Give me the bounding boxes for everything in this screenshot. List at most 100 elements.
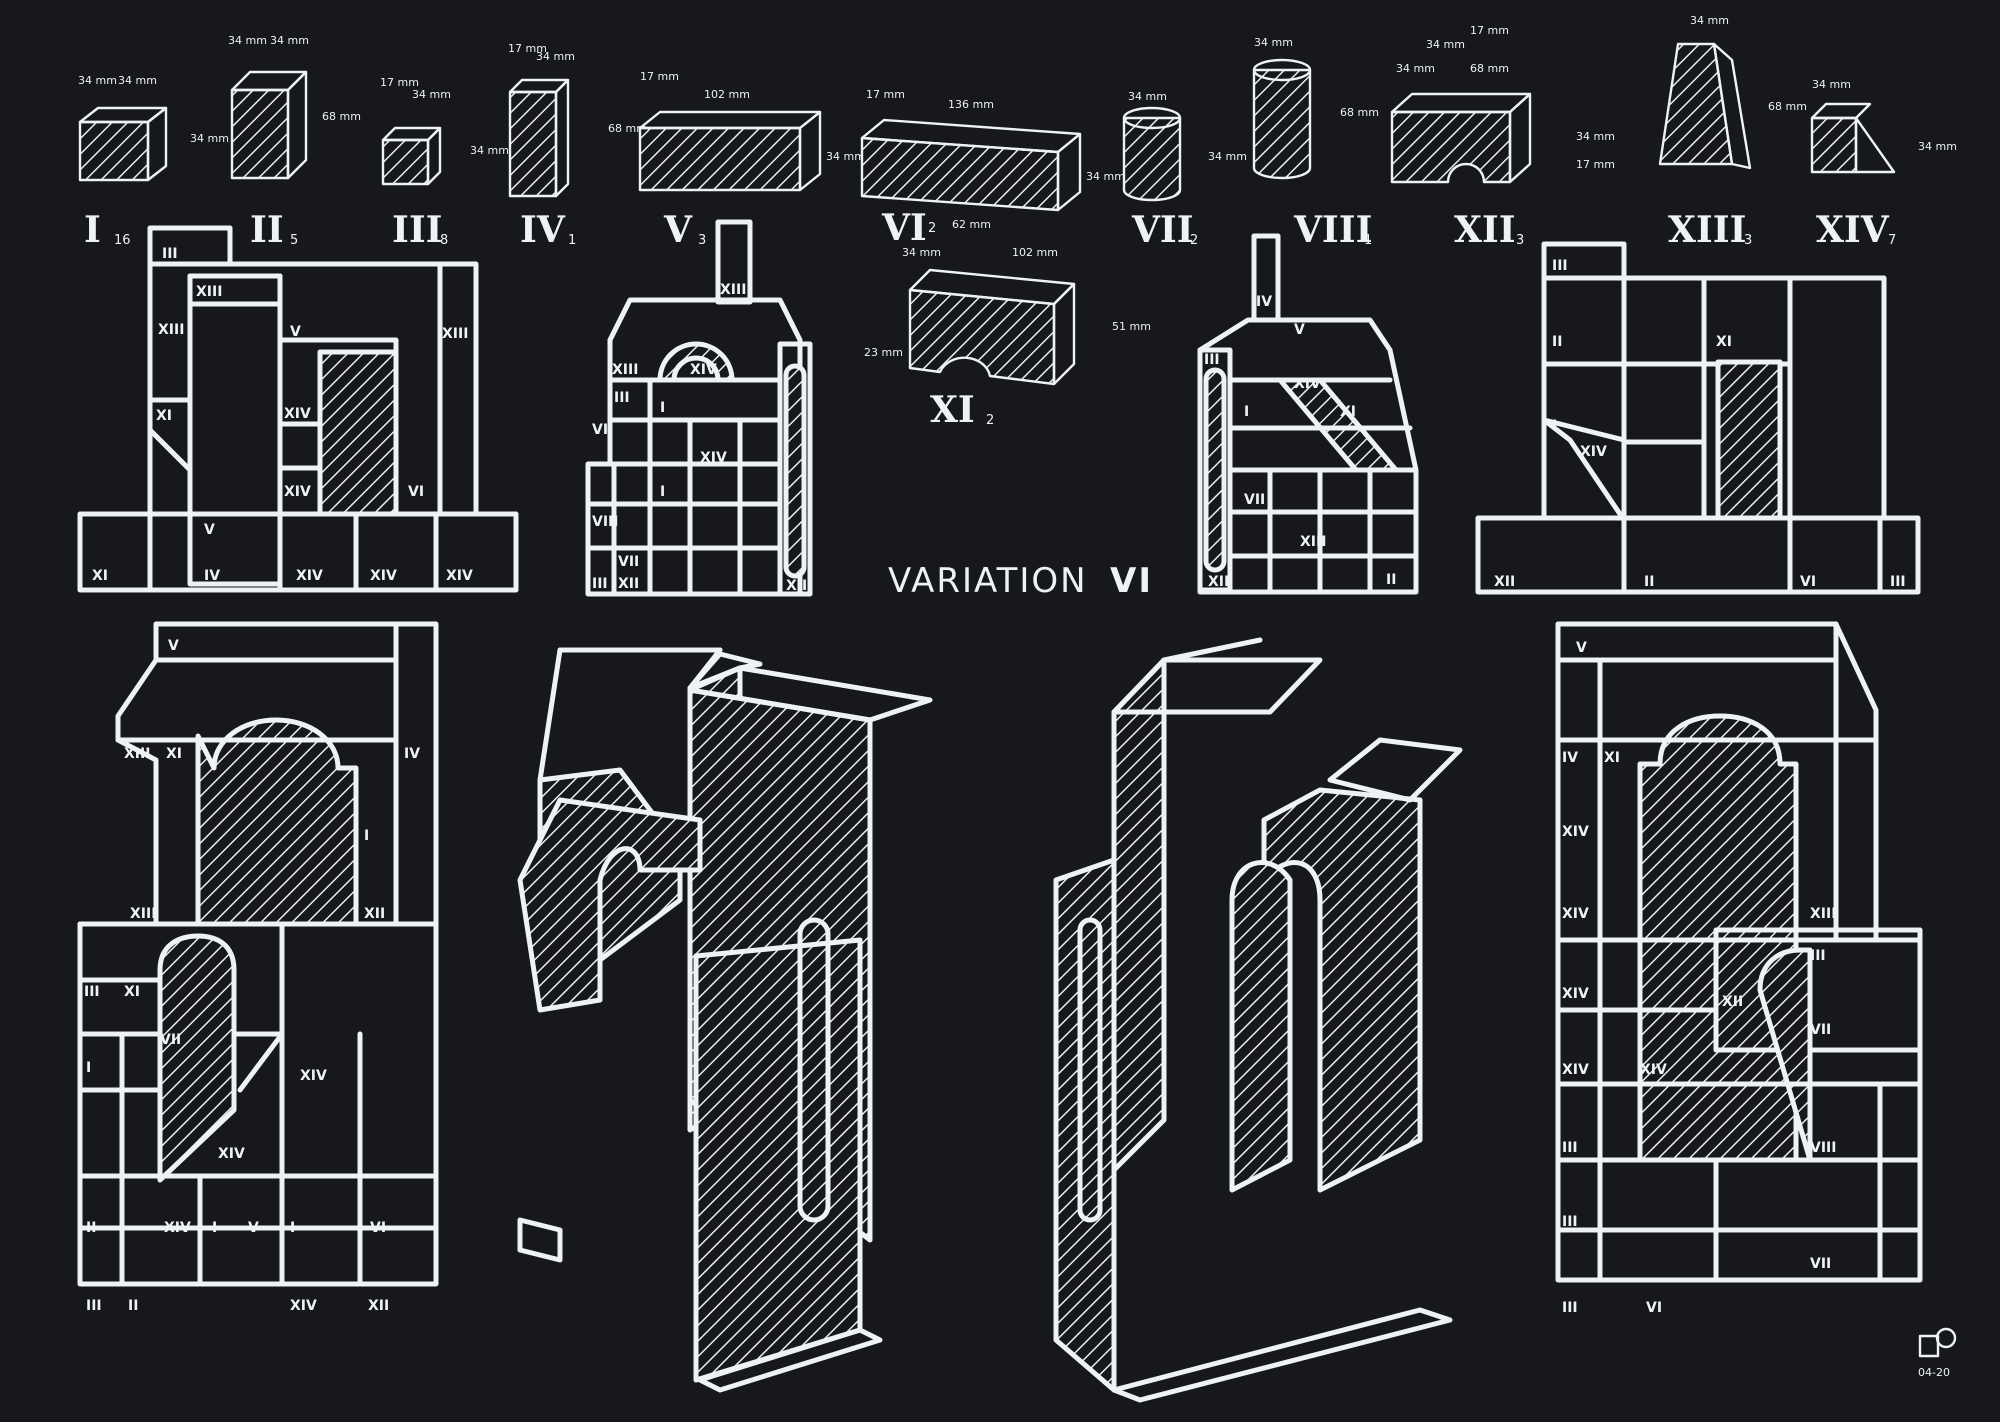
block-II-numeral: II	[250, 209, 284, 251]
sfl-label-15: XIV	[446, 568, 473, 584]
sfr-label-6: XII	[1494, 574, 1515, 590]
block-VI-dim-2: 136 mm	[948, 98, 994, 111]
block-XI-dim-4: 51 mm	[1112, 320, 1151, 333]
lfl-label-23: XII	[368, 1298, 389, 1314]
block-XI-dim-1: 34 mm	[902, 246, 941, 259]
sfl-label-7: XIV	[284, 406, 311, 422]
block-II-count: 5	[290, 233, 298, 248]
block-XIII-dim-2: 68 mm	[1768, 100, 1807, 113]
sfr-label-8: VI	[1800, 574, 1816, 590]
lfl-label-15: XIV	[164, 1220, 191, 1236]
lfl-label-5: I	[364, 828, 369, 844]
block-V-dim-1: 17 mm	[640, 70, 679, 83]
lfl-label-3: XI	[166, 746, 182, 762]
block-XII-numeral: XII	[1454, 209, 1516, 251]
block-I-count: 16	[114, 233, 131, 248]
block-I-dim-2: 34 mm	[118, 74, 157, 87]
block-VIII-dim-2: 68 mm	[1340, 106, 1379, 119]
block-III: 17 mm 34 mm 34 mm III 8	[380, 76, 509, 251]
block-I: 34 mm 34 mm 34 mm I 16	[78, 74, 229, 251]
block-III-dim-3: 34 mm	[470, 144, 509, 157]
lfl-label-12: XIV	[300, 1068, 327, 1084]
ssl-label-1: XIII	[720, 282, 746, 298]
block-VIII-dim-1: 34 mm	[1254, 36, 1293, 49]
signature-date: 04-20	[1918, 1366, 1950, 1379]
sfr-label-4: I	[1552, 418, 1557, 434]
block-XII-dim-4: 68 mm	[1470, 62, 1509, 75]
block-XII-dim-5: 34 mm	[1576, 130, 1615, 143]
ssl-label-4: III	[614, 390, 630, 406]
block-XI-dim-5: 23 mm	[864, 346, 903, 359]
sfl-label-13: XIV	[296, 568, 323, 584]
sfr-label-3: XI	[1716, 334, 1732, 350]
block-XII: 34 mm 34 mm 17 mm 68 mm 34 mm 17 mm XII …	[1390, 24, 1615, 251]
large-front-view-right: V IV XI XIV XIV XIII XIV XII III XIV XIV…	[1555, 621, 1923, 1316]
block-VII-numeral: VII	[1131, 209, 1194, 251]
sfl-label-11: XI	[92, 568, 108, 584]
block-IV-dim-3: 68 mm	[608, 122, 647, 135]
block-III-dim-1: 17 mm	[380, 76, 419, 89]
block-XII-dim-1: 34 mm	[1396, 62, 1435, 75]
block-VIII: 34 mm 68 mm VIII 1	[1252, 36, 1379, 251]
block-I-dim-3: 34 mm	[190, 132, 229, 145]
large-front-view-left: V XIII XI IV I XIII XII III XI VII I XIV…	[77, 621, 439, 1314]
block-XIII-dim-1: 34 mm	[1690, 14, 1729, 27]
block-III-numeral: III	[392, 209, 443, 251]
lfr-label-10: XIV	[1562, 1062, 1589, 1078]
ssr-label-3: XIV	[1294, 376, 1321, 392]
block-II-dim-1: 34 mm	[228, 34, 267, 47]
block-VII-count: 2	[1190, 233, 1198, 248]
block-V-numeral: V	[663, 209, 693, 251]
block-IV-dim-2: 34 mm	[536, 50, 575, 63]
block-XI-dim-3: 102 mm	[1012, 246, 1058, 259]
lfr-label-6: XIII	[1810, 906, 1836, 922]
block-VIII-numeral: VIII	[1293, 209, 1372, 251]
sfl-label-4: V	[290, 324, 301, 340]
ssr-label-1: IV	[1256, 294, 1272, 310]
lfr-label-7: XIV	[1562, 986, 1589, 1002]
lfl-label-10: VII	[160, 1032, 181, 1048]
lfr-label-2: IV	[1562, 750, 1578, 766]
lfl-label-22: XIV	[290, 1298, 317, 1314]
signature-mark: 04-20	[1918, 1327, 1957, 1379]
block-catalogue: 34 mm 34 mm 34 mm I 16 34 mm 34 mm 68 mm…	[78, 14, 1957, 431]
small-front-view-left: III XIII XIII V XIII XI XIV XIV VI V XI …	[77, 225, 519, 593]
block-XIV: 34 mm 34 mm XIV 7	[1810, 78, 1957, 251]
sfr-label-7: II	[1644, 574, 1654, 590]
lfl-label-11: I	[86, 1060, 91, 1076]
ssr-label-9: II	[1386, 572, 1396, 588]
lfr-label-13: III	[1562, 1140, 1578, 1156]
block-XI-numeral: XI	[930, 389, 975, 431]
block-IV-numeral: IV	[520, 209, 566, 251]
block-XIII-count: 3	[1744, 233, 1752, 248]
block-XI-dim-2: 62 mm	[952, 218, 991, 231]
block-III-count: 8	[440, 233, 448, 248]
ssl-label-11: XII	[618, 576, 639, 592]
lfl-label-20: III	[86, 1298, 102, 1314]
block-XI: 34 mm 62 mm 102 mm 51 mm 23 mm XI 2	[864, 218, 1151, 431]
lfl-label-7: XII	[364, 906, 385, 922]
ssl-label-2: XIV	[690, 362, 717, 378]
block-XIII-numeral: XIII	[1668, 209, 1746, 251]
lfl-label-18: I	[290, 1220, 295, 1236]
sfr-label-9: III	[1890, 574, 1906, 590]
lfr-label-14: VIII	[1810, 1140, 1836, 1156]
lfr-label-9: III	[1810, 948, 1826, 964]
sfl-label-9: VI	[408, 484, 424, 500]
lfr-label-1: V	[1576, 640, 1587, 656]
ssl-label-9: VIII	[592, 514, 618, 530]
block-XII-dim-2: 34 mm	[1426, 38, 1465, 51]
block-VI: 17 mm 136 mm 34 mm VI 2	[860, 88, 1125, 249]
sfl-label-3: XIII	[158, 322, 184, 338]
lfl-label-9: XI	[124, 984, 140, 1000]
block-V-dim-2: 102 mm	[704, 88, 750, 101]
block-VII-dim-1: 34 mm	[1128, 90, 1167, 103]
ssr-label-7: VII	[1244, 492, 1265, 508]
ssl-label-8: I	[660, 484, 665, 500]
block-II-dim-3: 68 mm	[322, 110, 361, 123]
block-VI-dim-1: 17 mm	[866, 88, 905, 101]
sfl-label-12: IV	[204, 568, 220, 584]
ssl-label-6: I	[660, 400, 665, 416]
lfl-label-6: XIII	[130, 906, 156, 922]
ssl-label-12: III	[592, 576, 608, 592]
